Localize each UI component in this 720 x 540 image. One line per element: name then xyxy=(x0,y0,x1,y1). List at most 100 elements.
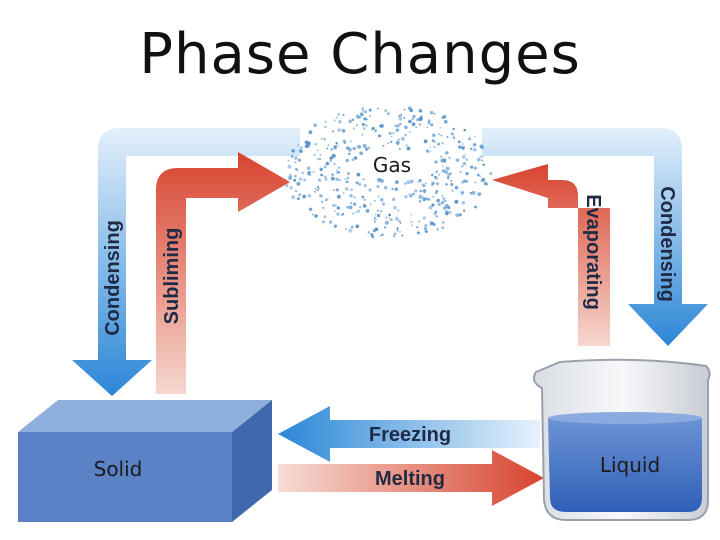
gas-particle xyxy=(429,110,434,115)
gas-particle xyxy=(435,191,438,195)
gas-particle xyxy=(303,178,307,182)
gas-particle xyxy=(429,221,434,225)
gas-particle xyxy=(357,144,362,149)
gas-particle xyxy=(358,183,362,186)
gas-particle xyxy=(381,202,386,206)
gas-particle xyxy=(432,172,435,175)
gas-particle xyxy=(394,187,399,192)
gas-particle xyxy=(323,137,326,141)
gas-particle xyxy=(388,131,392,135)
gas-particle xyxy=(325,161,330,166)
gas-particle xyxy=(372,228,377,233)
gas-particle xyxy=(397,138,400,141)
gas-particle xyxy=(418,108,423,113)
gas-particle xyxy=(454,186,459,190)
gas-particle xyxy=(332,189,335,191)
gas-particle xyxy=(336,169,338,171)
gas-particle xyxy=(420,195,424,200)
gas-particle xyxy=(387,142,389,145)
gas-particle xyxy=(399,230,401,233)
gas-particle xyxy=(348,228,353,233)
gas-particle xyxy=(411,122,416,127)
gas-particle xyxy=(433,212,437,216)
gas-particle xyxy=(338,120,342,124)
gas-particle xyxy=(313,153,316,156)
gas-particle xyxy=(344,228,347,231)
gas-particle xyxy=(324,120,327,123)
gas-particle xyxy=(473,148,477,152)
gas-particle xyxy=(441,141,444,145)
gas-particle xyxy=(423,191,426,194)
gas-particle xyxy=(373,220,376,223)
gas-particle xyxy=(288,173,292,177)
gas-particle xyxy=(459,213,463,216)
gas-particle xyxy=(306,166,311,170)
gas-particle xyxy=(335,188,339,192)
gas-particle xyxy=(446,136,449,138)
gas-particle xyxy=(342,192,345,194)
gas-particle xyxy=(317,158,320,161)
gas-particle xyxy=(316,149,319,152)
gas-particle xyxy=(434,176,439,180)
gas-particle xyxy=(348,152,351,156)
gas-particle xyxy=(474,135,477,138)
gas-particle xyxy=(328,220,333,224)
gas-particle xyxy=(431,174,434,177)
gas-particle xyxy=(472,143,477,147)
gas-particle xyxy=(474,205,477,209)
gas-particle xyxy=(316,185,320,189)
gas-particle xyxy=(298,193,302,197)
gas-particle xyxy=(354,211,357,214)
gas-particle xyxy=(381,233,384,237)
gas-particle xyxy=(432,222,436,227)
gas-particle xyxy=(479,144,484,149)
gas-particle xyxy=(335,141,339,145)
gas-particle xyxy=(434,175,437,179)
gas-particle xyxy=(380,210,382,213)
gas-particle xyxy=(422,216,426,220)
gas-particle xyxy=(382,144,385,147)
gas-particle xyxy=(361,109,365,112)
gas-particle xyxy=(441,168,446,173)
gas-particle xyxy=(436,198,441,203)
gas-particle xyxy=(319,153,322,156)
gas-particle xyxy=(419,189,422,193)
gas-particle xyxy=(337,113,340,116)
gas-particle xyxy=(373,199,376,202)
gas-particle xyxy=(439,126,442,129)
gas-particle xyxy=(478,192,482,196)
gas-particle xyxy=(437,202,441,207)
gas-particle xyxy=(426,149,429,153)
gas-particle xyxy=(400,137,405,141)
gas-particle xyxy=(452,136,456,139)
gas-particle xyxy=(393,235,396,238)
gas-particle xyxy=(455,213,459,218)
gas-particle xyxy=(327,144,330,147)
gas-particle xyxy=(460,190,465,195)
gas-particle xyxy=(376,213,381,218)
gas-particle xyxy=(481,159,484,162)
gas-particle xyxy=(362,143,367,148)
gas-particle xyxy=(427,197,431,201)
condensing-right-arrow xyxy=(482,128,708,346)
gas-particle xyxy=(368,108,372,112)
gas-particle xyxy=(371,235,375,239)
gas-particle xyxy=(416,231,420,235)
gas-particle xyxy=(404,125,408,130)
gas-particle xyxy=(430,123,434,127)
gas-particle xyxy=(437,132,441,136)
gas-particle xyxy=(435,215,438,218)
gas-particle xyxy=(400,113,403,116)
gas-particle xyxy=(338,179,341,182)
gas-particle xyxy=(374,213,377,216)
gas-particle xyxy=(293,156,298,160)
gas-particle xyxy=(414,189,418,193)
gas-particle xyxy=(296,168,299,171)
gas-particle xyxy=(476,173,480,177)
gas-particle xyxy=(444,120,448,124)
condensing-left-arrow xyxy=(72,128,300,396)
gas-particle xyxy=(407,106,412,111)
gas-particle xyxy=(452,127,455,131)
gas-particle xyxy=(320,173,323,177)
